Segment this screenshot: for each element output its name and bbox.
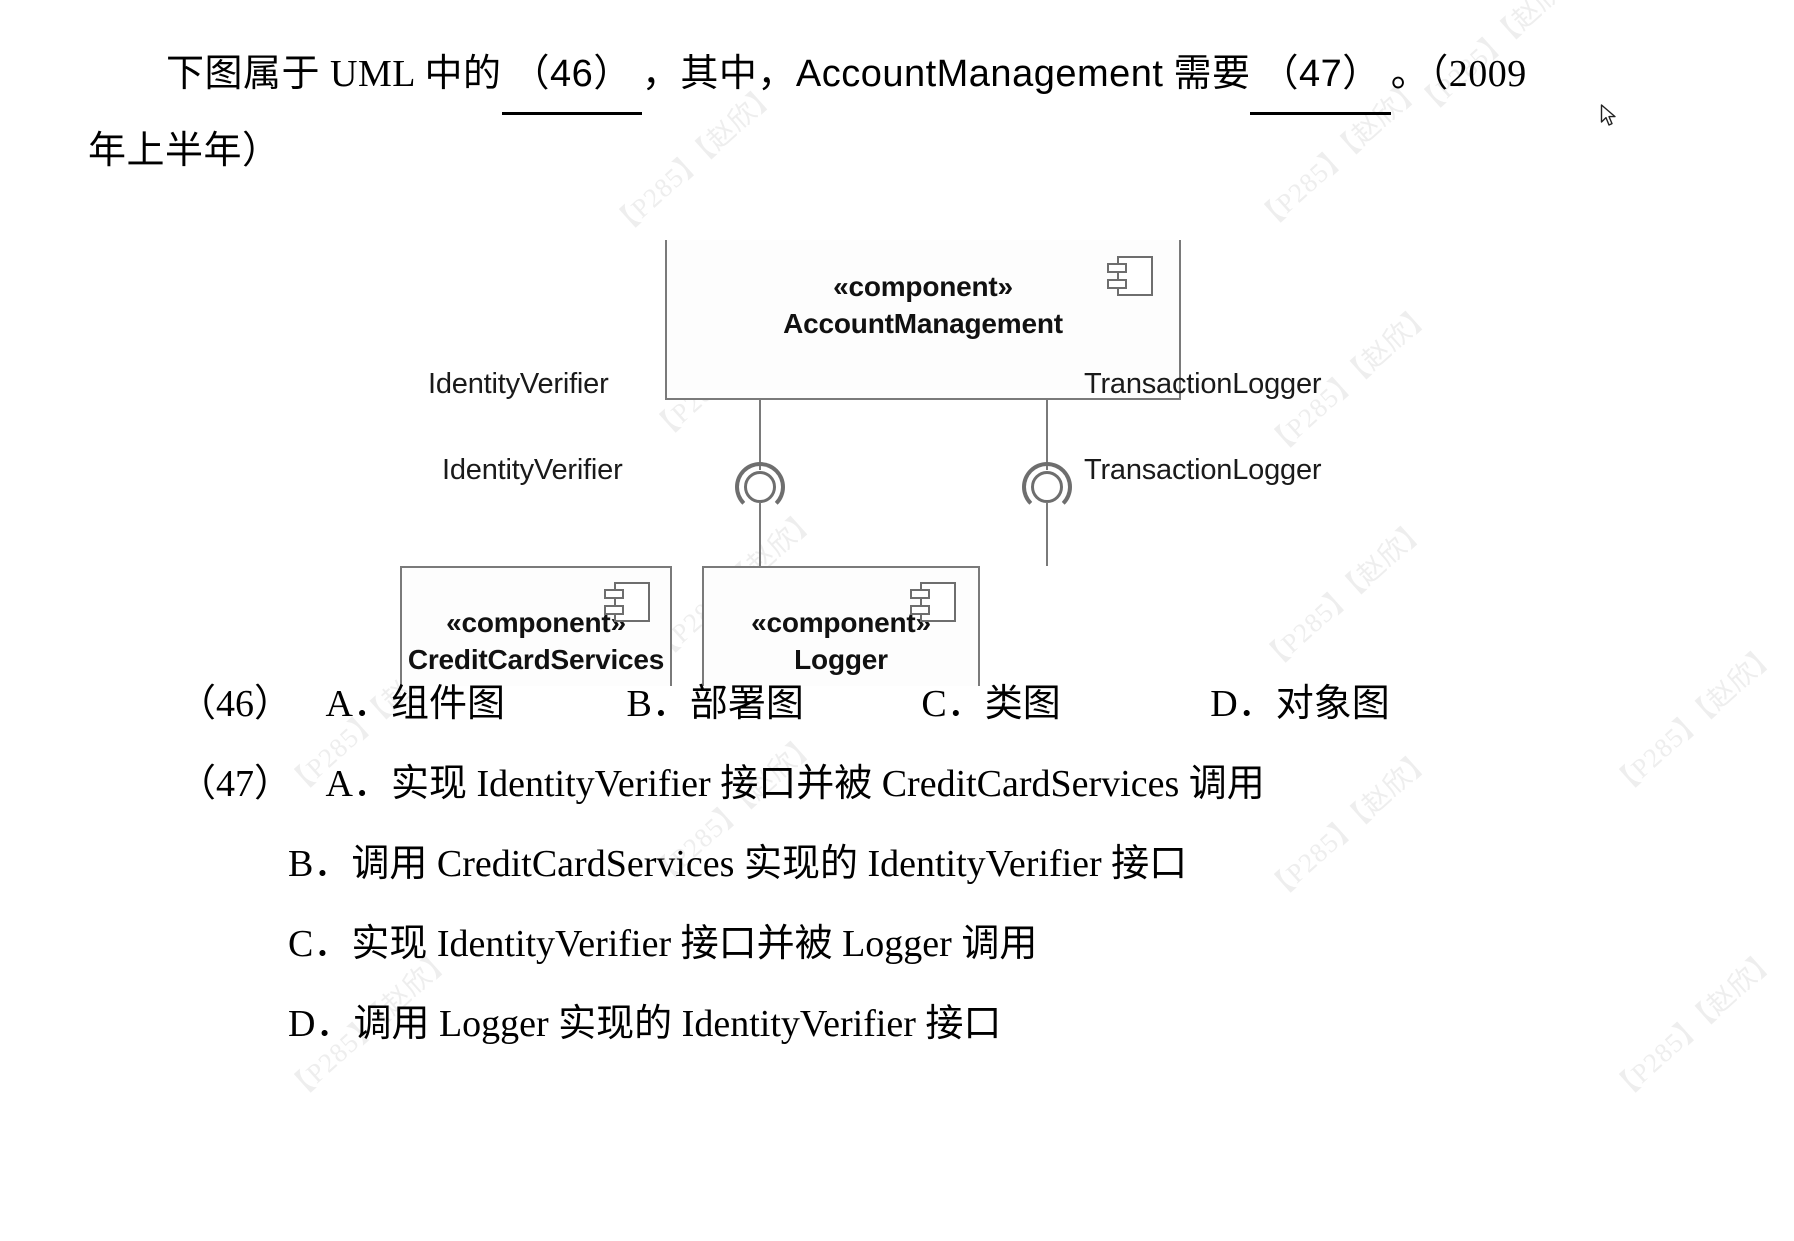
question-47-row-c: C．实现 IdentityVerifier 接口并被 Logger 调用 bbox=[288, 920, 1037, 968]
interface-socket-right bbox=[1022, 462, 1072, 512]
component-credit-card-services: «component» CreditCardServices bbox=[400, 566, 672, 686]
option-47-D[interactable]: D．调用 Logger 实现的 IdentityVerifier 接口 bbox=[288, 1000, 1001, 1048]
question-46-row: （46） A．组件图 B．部署图 C．类图 D．对象图 bbox=[178, 680, 1390, 728]
interface-socket-left bbox=[735, 462, 785, 512]
stem-text-1: 下图属于 UML 中的 bbox=[166, 53, 502, 95]
connector-line-left-upper bbox=[759, 400, 761, 470]
component-logger: «component» Logger bbox=[702, 566, 980, 686]
component-stereotype: «component» bbox=[833, 271, 1013, 302]
component-icon-tab bbox=[910, 589, 930, 599]
stem-text-2: ，其中， bbox=[641, 53, 796, 95]
component-icon-tab bbox=[604, 605, 624, 615]
question-stem: 下图属于 UML 中的（46），其中，AccountManagement 需要（… bbox=[88, 38, 1708, 187]
option-key: A． bbox=[325, 683, 391, 725]
interface-label-identity-verifier-required: IdentityVerifier bbox=[428, 368, 609, 400]
question-47-row-b: B．调用 CreditCardServices 实现的 IdentityVeri… bbox=[288, 840, 1187, 888]
option-46-A[interactable]: A．组件图 bbox=[326, 680, 505, 728]
uml-component-diagram: «component» AccountManagement IdentityVe… bbox=[390, 228, 1400, 686]
blank-47: （47） bbox=[1250, 38, 1391, 115]
option-text: 部署图 bbox=[689, 683, 804, 725]
component-account-management: «component» AccountManagement bbox=[665, 240, 1181, 400]
option-text: 调用 CreditCardServices 实现的 IdentityVerifi… bbox=[351, 843, 1188, 885]
option-key: C． bbox=[288, 923, 352, 965]
component-icon bbox=[1107, 256, 1153, 296]
question-46-number: （46） bbox=[178, 683, 293, 725]
option-text: 实现 IdentityVerifier 接口并被 Logger 调用 bbox=[351, 923, 1038, 965]
blank-46: （46） bbox=[501, 38, 642, 115]
option-key: D． bbox=[288, 1003, 354, 1045]
component-icon bbox=[604, 582, 650, 622]
component-icon-body bbox=[614, 582, 650, 622]
option-text: 类图 bbox=[984, 683, 1061, 725]
interface-ball-right bbox=[1031, 471, 1063, 503]
option-text: 调用 Logger 实现的 IdentityVerifier 接口 bbox=[353, 1003, 1002, 1045]
stem-subject: AccountManagement bbox=[795, 53, 1164, 95]
component-icon-tab bbox=[1107, 263, 1127, 273]
watermark: 【P285】【赵欣】 bbox=[1604, 941, 1784, 1108]
option-47-B[interactable]: B．调用 CreditCardServices 实现的 IdentityVeri… bbox=[288, 840, 1187, 888]
component-stereotype: «component» bbox=[751, 607, 931, 638]
component-name: CreditCardServices bbox=[407, 644, 665, 675]
interface-label-identity-verifier-provided: IdentityVerifier bbox=[442, 454, 623, 486]
component-name: Logger bbox=[794, 644, 888, 675]
option-47-C[interactable]: C．实现 IdentityVerifier 接口并被 Logger 调用 bbox=[288, 920, 1037, 968]
component-icon bbox=[910, 582, 956, 622]
stem-line2: 年上半年） bbox=[88, 130, 281, 172]
option-key: C． bbox=[921, 683, 985, 725]
watermark: 【P285】【赵欣】 bbox=[1259, 741, 1439, 908]
option-46-B[interactable]: B．部署图 bbox=[626, 680, 803, 728]
connector-line-right-upper bbox=[1046, 400, 1048, 470]
component-name: AccountManagement bbox=[783, 308, 1063, 339]
component-icon-tab bbox=[910, 605, 930, 615]
question-47-number: （47） bbox=[178, 763, 293, 805]
interface-ball-left bbox=[744, 471, 776, 503]
watermark: 【P285】【赵欣】 bbox=[1604, 636, 1784, 803]
option-47-A[interactable]: A．实现 IdentityVerifier 接口并被 CreditCardSer… bbox=[326, 760, 1265, 808]
stem-text-3: 需要 bbox=[1173, 53, 1251, 95]
option-key: A． bbox=[325, 763, 391, 805]
question-47-row-d: D．调用 Logger 实现的 IdentityVerifier 接口 bbox=[288, 1000, 1001, 1048]
question-47-row-a: （47） A．实现 IdentityVerifier 接口并被 CreditCa… bbox=[178, 760, 1265, 808]
option-text: 对象图 bbox=[1275, 683, 1390, 725]
stem-text-4: 。（2009 bbox=[1390, 53, 1527, 95]
interface-label-transaction-logger-provided: TransactionLogger bbox=[1084, 454, 1322, 486]
option-key: B． bbox=[288, 843, 352, 885]
component-icon-body bbox=[920, 582, 956, 622]
option-key: D． bbox=[1210, 683, 1276, 725]
component-icon-tab bbox=[604, 589, 624, 599]
component-icon-body bbox=[1117, 256, 1153, 296]
option-46-D[interactable]: D．对象图 bbox=[1210, 680, 1389, 728]
option-text: 组件图 bbox=[390, 683, 505, 725]
connector-line-right-lower bbox=[1046, 502, 1048, 566]
component-stereotype: «component» bbox=[446, 607, 626, 638]
option-key: B． bbox=[626, 683, 690, 725]
component-icon-tab bbox=[1107, 279, 1127, 289]
interface-label-transaction-logger-required: TransactionLogger bbox=[1084, 368, 1322, 400]
connector-line-left-lower bbox=[759, 502, 761, 566]
option-46-C[interactable]: C．类图 bbox=[921, 680, 1060, 728]
option-text: 实现 IdentityVerifier 接口并被 CreditCardServi… bbox=[390, 763, 1265, 805]
